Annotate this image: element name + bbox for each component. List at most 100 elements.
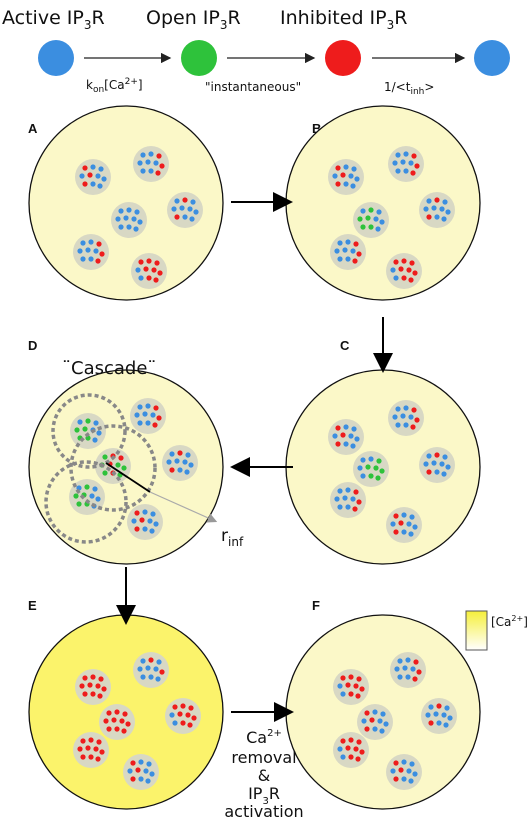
ip3r-receptor-dot <box>193 209 199 215</box>
ip3r-receptor-dot <box>360 208 366 214</box>
ip3r-receptor-dot <box>152 422 158 428</box>
ip3r-receptor-dot <box>401 258 407 264</box>
ip3r-receptor-dot <box>88 737 94 743</box>
ip3r-receptor-dot <box>393 529 399 535</box>
ip3r-receptor-dot <box>350 496 356 502</box>
ip3r-receptor-dot <box>101 176 107 182</box>
ip3r-receptor-dot <box>403 405 409 411</box>
ip3r-receptor-dot <box>379 219 385 225</box>
ip3r-cluster <box>127 504 163 540</box>
ip3r-receptor-dot <box>431 460 437 466</box>
ip3r-receptor-dot <box>406 521 412 527</box>
ip3r-receptor-dot <box>157 270 163 276</box>
ip3r-receptor-dot <box>96 430 102 436</box>
ip3r-receptor-dot <box>134 526 140 532</box>
ip3r-receptor-dot <box>355 693 361 699</box>
ip3r-receptor-dot <box>169 712 175 718</box>
ampersand-line: & <box>258 766 270 785</box>
ip3r-receptor-dot <box>166 459 172 465</box>
ip3r-receptor-dot <box>88 754 94 760</box>
ip3r-receptor-dot <box>187 206 193 212</box>
ip3r-receptor-dot <box>390 768 396 774</box>
ip3r-receptor-dot <box>85 418 91 424</box>
ip3r-receptor-dot <box>393 760 399 766</box>
ip3r-receptor-dot <box>155 170 161 176</box>
removal-line: removal <box>231 748 296 767</box>
ip3r-receptor-dot <box>365 464 371 470</box>
inhibited-state-circle <box>325 40 361 76</box>
ip3r-receptor-dot <box>138 275 144 281</box>
ip3r-receptor-dot <box>171 206 177 212</box>
ca-colorbar <box>465 610 488 651</box>
ip3r-receptor-dot <box>397 658 403 664</box>
ip3r-receptor-dot <box>408 277 414 283</box>
ip3r-receptor-dot <box>145 420 151 426</box>
ip3r-receptor-dot <box>375 475 381 481</box>
ip3r-receptor-dot <box>153 666 159 672</box>
ip3r-receptor-dot <box>343 424 349 430</box>
ip3r-receptor-dot <box>348 433 354 439</box>
ip3r-receptor-dot <box>85 247 91 253</box>
ip3r-receptor-dot <box>401 776 407 782</box>
reactivated-state-circle <box>474 40 510 76</box>
ip3r-receptor-dot <box>372 709 378 715</box>
ip3r-receptor-dot <box>376 209 382 215</box>
ip3r-receptor-dot <box>445 464 451 470</box>
ip3r-receptor-dot <box>353 683 359 689</box>
ip3r-receptor-dot <box>137 666 143 672</box>
ip3r-receptor-dot <box>372 726 378 732</box>
ip3r-cluster <box>328 419 364 455</box>
ip3r-receptor-dot <box>354 176 360 182</box>
cell-panel-f <box>285 614 481 810</box>
ip3r-receptor-dot <box>190 199 196 205</box>
ip3r-receptor-dot <box>342 495 348 501</box>
ip3r-receptor-dot <box>93 248 99 254</box>
ip3r-receptor-dot <box>115 216 121 222</box>
ip3r-receptor-dot <box>416 669 422 675</box>
ip3r-receptor-dot <box>82 691 88 697</box>
ip3r-receptor-dot <box>348 173 354 179</box>
ip3r-receptor-dot <box>405 657 411 663</box>
ip3r-receptor-dot <box>340 675 346 681</box>
ip3r-receptor-dot <box>361 718 367 724</box>
ip3r-receptor-dot <box>122 711 128 717</box>
ip3r-receptor-dot <box>93 746 99 752</box>
ip3r-receptor-dot <box>441 216 447 222</box>
ip3r-receptor-dot <box>77 248 83 254</box>
ip3r-receptor-dot <box>439 206 445 212</box>
ip3r-cluster <box>357 704 393 740</box>
ip3r-receptor-dot <box>393 259 399 265</box>
ip3r-receptor-dot <box>148 151 154 157</box>
ip3r-receptor-dot <box>335 441 341 447</box>
ip3r-receptor-dot <box>441 471 447 477</box>
ip3r-receptor-dot <box>368 456 374 462</box>
ip3r-cluster <box>388 400 424 436</box>
ip3r-receptor-dot <box>159 163 165 169</box>
cascade-overlay <box>44 393 218 544</box>
ip3r-cluster <box>330 482 366 518</box>
ip3r-receptor-dot <box>373 216 379 222</box>
ip3r-receptor-dot <box>99 251 105 257</box>
ip3r-receptor-dot <box>74 427 80 433</box>
cell-panel-b <box>285 105 481 301</box>
ip3r-receptor-dot <box>156 659 162 665</box>
ip3r-receptor-dot <box>340 754 346 760</box>
cell-panel-a <box>28 105 224 301</box>
ip3r-receptor-dot <box>447 715 453 721</box>
ip3r-cluster <box>419 192 455 228</box>
ip3r-receptor-dot <box>352 258 358 264</box>
ip3r-receptor-dot <box>348 737 354 743</box>
rate-kon-label: kon[Ca2+] <box>86 77 143 95</box>
ip3r-receptor-dot <box>146 761 152 767</box>
ip3r-receptor-dot <box>359 749 365 755</box>
ip3r-cluster <box>386 253 422 289</box>
rate-instantaneous-label: "instantaneous" <box>205 80 301 94</box>
ip3r-line: IP3R <box>248 784 280 807</box>
ip3r-receptor-dot <box>126 207 132 213</box>
ip3r-receptor-dot <box>353 489 359 495</box>
ip3r-receptor-dot <box>356 251 362 257</box>
ip3r-receptor-dot <box>348 691 354 697</box>
ca2-line: Ca2+ <box>246 728 282 747</box>
ip3r-receptor-dot <box>133 226 139 232</box>
ip3r-receptor-dot <box>340 738 346 744</box>
